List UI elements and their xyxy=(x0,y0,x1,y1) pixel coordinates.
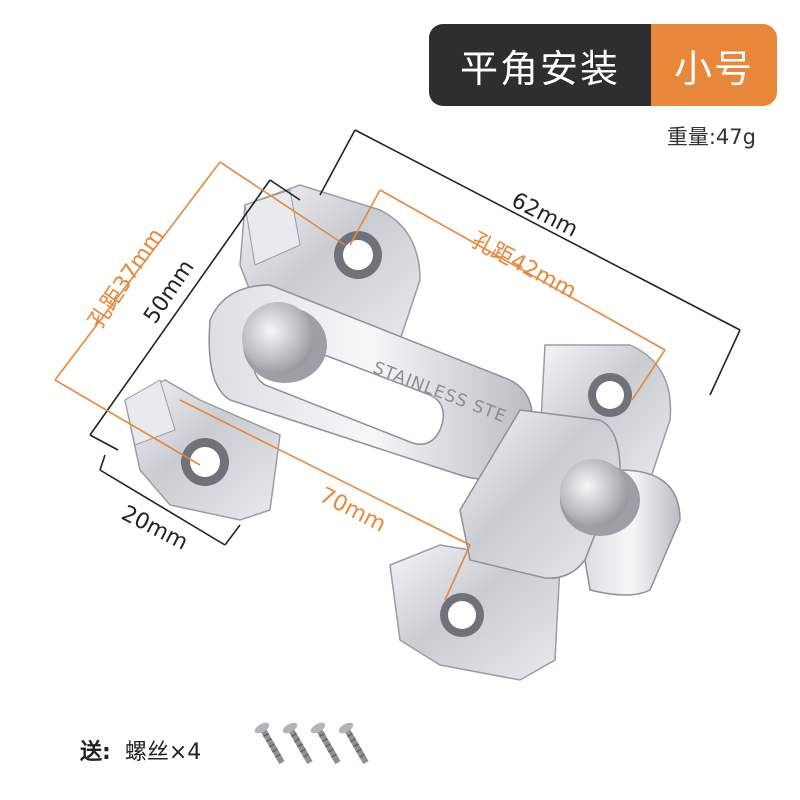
hole-spacing-lines xyxy=(54,161,666,601)
accessory-item-name: 螺丝 xyxy=(124,740,169,765)
accessory-prefix: 送: xyxy=(80,740,111,765)
dimension-lines xyxy=(89,129,741,546)
dim-width-overall: 62mm xyxy=(507,188,581,242)
knob-lower xyxy=(560,459,640,536)
screw-icon xyxy=(282,722,313,765)
dim-total-length: 70mm xyxy=(315,483,389,537)
accessory-item: 螺丝×4 xyxy=(125,734,201,766)
weight-label: 重量:47g xyxy=(666,125,756,149)
mount-type-label: 平角安装 xyxy=(429,24,651,106)
knob-upper xyxy=(242,302,327,383)
screws xyxy=(254,722,369,765)
screw-icon xyxy=(310,722,341,765)
accessory-qty: ×4 xyxy=(168,740,202,765)
dim-hole-spacing-horizontal: 孔距42mm xyxy=(467,228,580,304)
lower-left-bracket xyxy=(124,379,281,521)
dim-tab-width: 20mm xyxy=(117,501,191,555)
title-badge: 平角安装 小号 xyxy=(429,24,777,106)
size-label: 小号 xyxy=(651,24,777,106)
lower-right-bracket xyxy=(389,544,561,681)
screw-icon xyxy=(254,722,285,765)
screw-icon xyxy=(338,722,369,765)
accessory-note: 送: 螺丝×4 xyxy=(80,734,201,766)
